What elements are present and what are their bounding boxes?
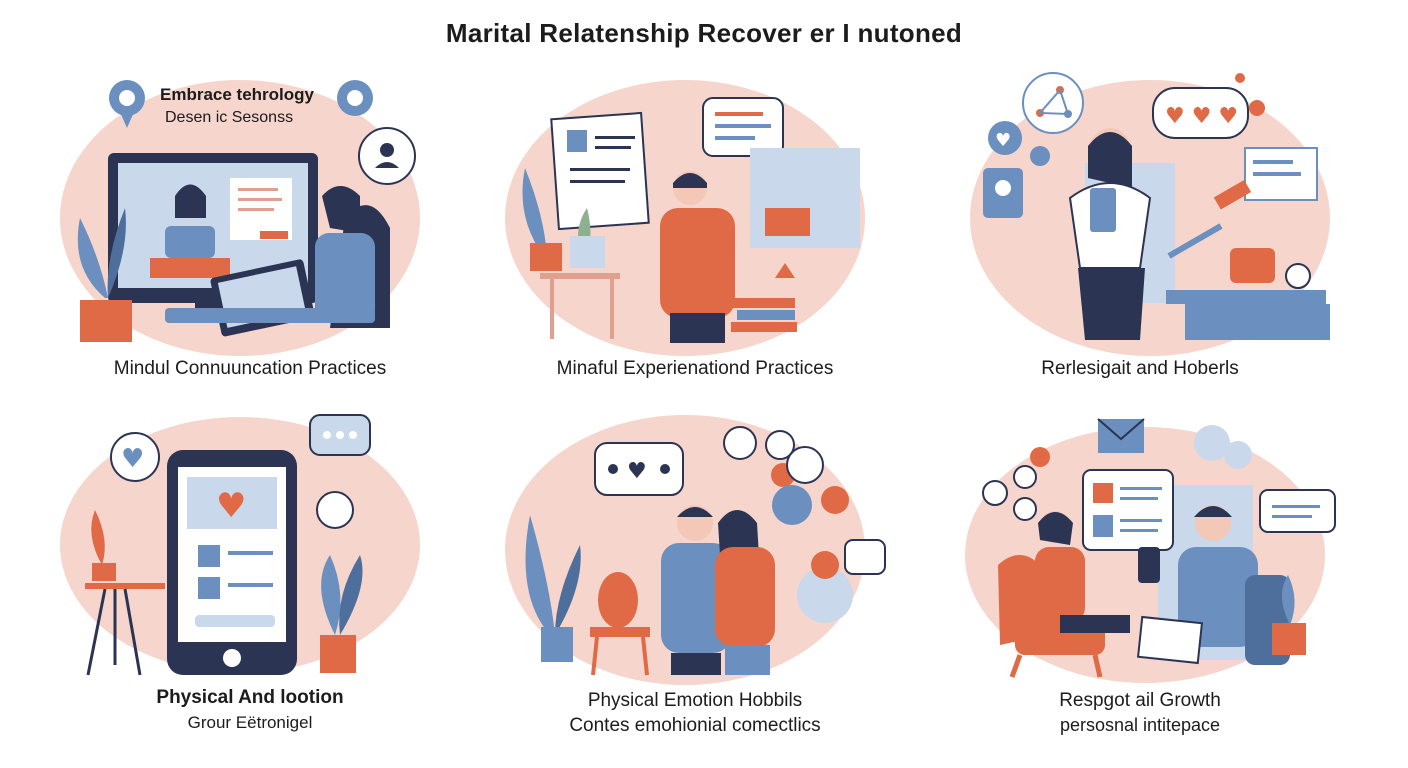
armchair-icon (998, 555, 1105, 678)
clock-icon (1285, 263, 1311, 289)
illustration-physical: ♥ ♥ (60, 414, 420, 676)
chat-dots-icon (309, 414, 371, 456)
plant-icon (77, 208, 132, 342)
panel-physical-emotion: ♥ Physical Emotion Hobbils (475, 405, 915, 745)
illustration-communication (60, 80, 420, 356)
books-icon (731, 208, 810, 332)
illustration-emotion: ♥ (505, 415, 886, 685)
laptop-icon (165, 186, 390, 337)
plant-icon (525, 515, 581, 662)
tablet-icon (983, 168, 1023, 218)
panel-caption: Mindul Connuuncation Practices (113, 358, 387, 379)
panel-caption-line1: Physical And lootion (156, 687, 344, 708)
plant-icon (1272, 575, 1306, 655)
heart-icon: ♥ (216, 486, 246, 526)
heart-bubble-icon: ♥ (110, 432, 160, 482)
panel-respect-growth: Respgot ail Growth persosnal intitepace (920, 405, 1360, 745)
svg-text:♥ ♥ ♥: ♥ ♥ ♥ (1165, 104, 1238, 129)
illustration-growth (965, 418, 1336, 683)
page-title: Marital Relatenship Recover er I nutoned (445, 18, 963, 48)
smartphone-icon: ♥ (167, 450, 297, 675)
panel-caption-line1: Physical Emotion Hobbils (587, 690, 803, 711)
network-icon (1022, 72, 1084, 134)
panel-caption-line2: Grour Eëtronigel (187, 713, 313, 732)
location-pin-icon (109, 80, 145, 128)
plant-icon (85, 510, 165, 676)
couple-icon (661, 505, 775, 675)
svg-text:♥: ♥ (995, 130, 1011, 151)
tools-icon (1166, 179, 1330, 340)
illustration-hobbies: ♥ ♥ ♥ ♥ (970, 72, 1330, 356)
plant-icon (522, 168, 620, 339)
panel-mindful-experience: Minaful Experienationd Practices (475, 68, 915, 408)
panel-caption-line2: persosnal intitepace (1059, 715, 1221, 735)
panel-caption: Rerlesigait and Hoberls (1041, 358, 1239, 379)
panel-caption-line2: Contes emohionial comectlics (569, 715, 821, 736)
location-pin-icon (337, 80, 373, 116)
chat-bubble-icon (1082, 469, 1336, 551)
panel-caption: Minaful Experienationd Practices (556, 358, 834, 379)
envelope-icon (1097, 418, 1145, 453)
panel-mindful-communication: Embrace tehrology Desen ic Sesonss Mindu… (30, 68, 470, 408)
panel-label: Embrace tehrology (160, 85, 314, 104)
person-chat-icon (358, 127, 416, 185)
document-icon (550, 111, 650, 231)
heart-network-icon: ♥ (594, 442, 684, 496)
panel-caption-line1: Respgot ail Growth (1059, 690, 1221, 711)
panel-physical-location: ♥ ♥ Physical And looti (30, 405, 470, 745)
plant-icon (320, 555, 363, 673)
heart-bubble-icon: ♥ ♥ ♥ (1152, 73, 1265, 139)
illustration-experience (505, 80, 865, 356)
panel-sublabel: Desen ic Sesonss (165, 109, 294, 126)
svg-text:♥: ♥ (121, 444, 144, 474)
panel-reflection-hobbies: ♥ ♥ ♥ ♥ Rerlesigait and Hoberls (920, 68, 1360, 408)
svg-text:♥: ♥ (627, 459, 647, 484)
